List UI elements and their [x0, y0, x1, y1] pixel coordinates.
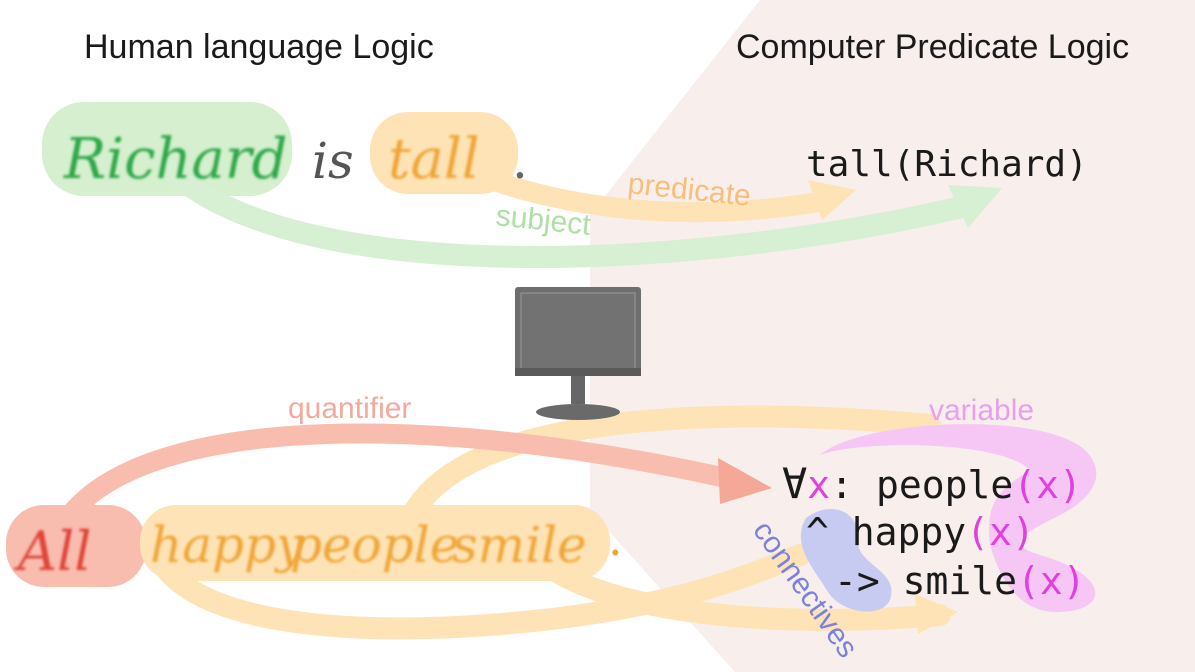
- variable-highlight: [820, 424, 1097, 613]
- formula-arg-1: (x): [1013, 463, 1082, 507]
- connective-and: ^: [806, 510, 829, 554]
- richard-highlight: [42, 102, 292, 196]
- adjective-loop: [149, 544, 811, 640]
- word-people: people: [290, 516, 459, 574]
- formula-variable-x: x: [807, 463, 830, 507]
- formula-pred-people: people: [876, 463, 1013, 507]
- word-richard: Richard: [63, 127, 288, 192]
- left-title: Human language Logic: [84, 28, 434, 66]
- formula-line-2: ^ happy(x): [806, 510, 1035, 554]
- quantifier-arrowhead: [718, 458, 772, 504]
- predicate-loop-upper: [399, 405, 941, 531]
- word-happy: happy: [150, 516, 305, 574]
- predicate-arrow: [450, 158, 840, 223]
- word-smile: smile: [452, 516, 587, 574]
- formula-colon: :: [830, 463, 876, 507]
- predicate-loop-arrowhead: [915, 594, 958, 634]
- subject-arrow: [159, 159, 981, 268]
- formula-arg-3: (x): [1017, 559, 1086, 603]
- formula-arg-2: (x): [966, 510, 1035, 554]
- forall-symbol: ∀: [782, 459, 807, 508]
- word-is: is: [312, 132, 354, 190]
- right-title: Computer Predicate Logic: [736, 28, 1130, 66]
- variable-label: variable: [929, 394, 1034, 427]
- word-period-2: .: [608, 512, 623, 566]
- formula-line-1: ∀x: people(x): [782, 459, 1082, 508]
- subject-arrowhead: [948, 185, 1002, 228]
- word-period-1: .: [512, 132, 528, 190]
- word-all: All: [13, 520, 92, 583]
- monitor-icon: [515, 287, 641, 420]
- happy-people-smile-highlight: [140, 505, 610, 581]
- all-highlight: [6, 505, 146, 587]
- quantifier-arrow: [50, 423, 745, 540]
- word-tall: tall: [388, 127, 480, 192]
- formula-tall-richard: tall(Richard): [806, 144, 1088, 185]
- predicate-arrowhead: [808, 180, 856, 220]
- formula-pred-happy: happy: [852, 510, 966, 554]
- formula-pred-smile: smile: [903, 559, 1017, 603]
- formula-line-3: -> smile(x): [834, 559, 1086, 603]
- connectives-highlight: [800, 509, 892, 612]
- connective-implies: ->: [834, 559, 880, 603]
- quantifier-label: quantifier: [288, 392, 411, 425]
